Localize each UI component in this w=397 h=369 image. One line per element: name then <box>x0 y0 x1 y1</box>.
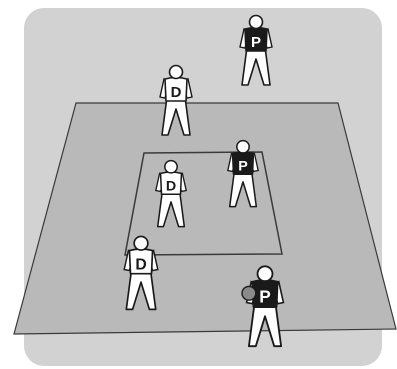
player-bib-label: D <box>166 179 176 195</box>
ball-icon <box>242 286 256 300</box>
inner-court-square <box>125 152 282 255</box>
player-bib-label: P <box>251 34 261 51</box>
player-bib-label: P <box>259 287 271 307</box>
player-head <box>250 16 263 29</box>
player-head <box>165 161 177 173</box>
player-head <box>237 141 249 153</box>
player-head <box>170 66 183 79</box>
player-head <box>258 266 273 281</box>
player-head <box>134 236 148 250</box>
player-bib-label: P <box>238 159 248 175</box>
player-bib-label: D <box>171 84 182 101</box>
player-bib-label: D <box>135 257 146 274</box>
